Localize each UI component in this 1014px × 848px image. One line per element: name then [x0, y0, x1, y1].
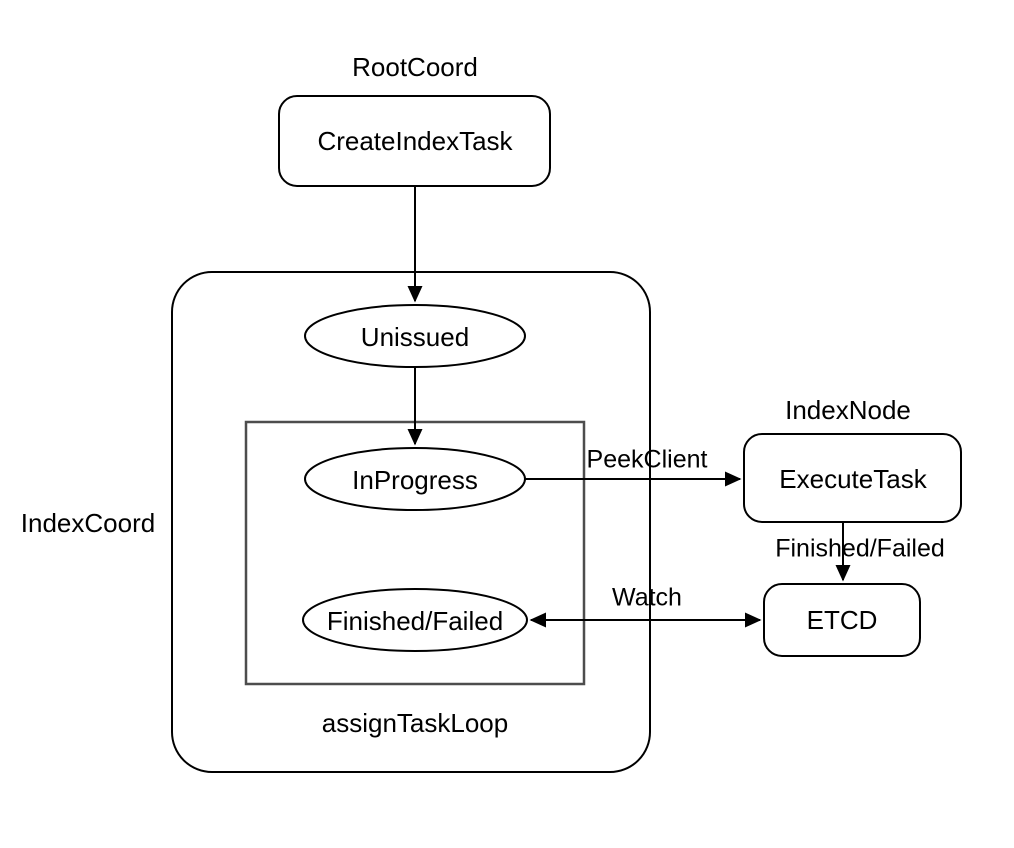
container-index-coord[interactable] [171, 271, 651, 773]
hit-unissued[interactable] [305, 305, 525, 367]
hit-in-progress[interactable] [305, 448, 525, 510]
hit-finished-failed[interactable] [303, 589, 527, 651]
hit-create-index-task[interactable] [279, 96, 550, 186]
hit-etcd[interactable] [764, 584, 920, 656]
node-etcd[interactable] [763, 583, 921, 657]
node-execute-task[interactable] [743, 433, 962, 523]
node-finished-failed[interactable] [302, 588, 528, 652]
hit-execute-task[interactable] [744, 434, 961, 522]
